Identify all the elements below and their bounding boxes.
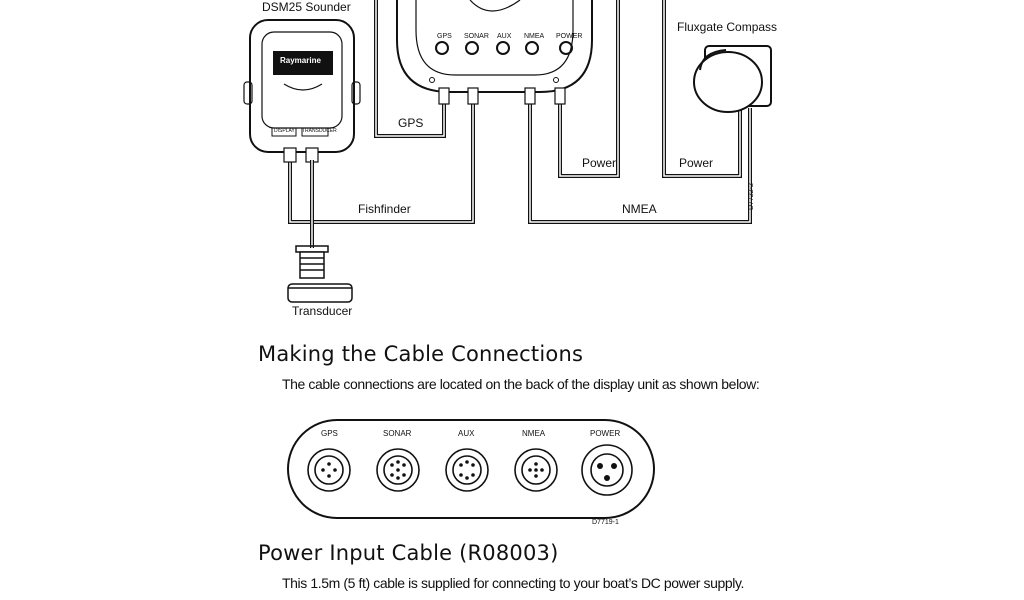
display-port-nmea: NMEA bbox=[524, 33, 545, 40]
panel-label-aux: AUX bbox=[458, 429, 475, 438]
compass-label: Fluxgate Compass bbox=[677, 20, 778, 34]
panel-label-power: POWER bbox=[590, 429, 621, 438]
power-input-text: This 1.5m (5 ft) cable is supplied for c… bbox=[282, 575, 744, 591]
fishfinder-cable-label: Fishfinder bbox=[358, 202, 411, 216]
sounder-port-transducer: TRANSDUCER bbox=[302, 128, 337, 134]
power-cable-2 bbox=[662, 0, 742, 178]
fishfinder-cable bbox=[288, 98, 475, 224]
panel-label-nmea: NMEA bbox=[522, 429, 546, 438]
connector-panel-outline bbox=[287, 419, 655, 519]
transducer bbox=[287, 245, 353, 303]
transducer-label: Transducer bbox=[292, 304, 353, 318]
nmea-cable-label: NMEA bbox=[622, 202, 657, 216]
raymarine-logo: Raymarine bbox=[280, 56, 321, 65]
fluxgate-compass bbox=[693, 45, 772, 113]
power-cable-1 bbox=[558, 0, 620, 178]
display-port-gps: GPS bbox=[437, 33, 452, 40]
connector-pins bbox=[321, 460, 617, 481]
power-cable-label-2: Power bbox=[679, 156, 714, 170]
power-cable-label-1: Power bbox=[582, 156, 617, 170]
display-port-sonar: SONAR bbox=[464, 33, 489, 40]
panel-label-gps: GPS bbox=[321, 429, 338, 438]
panel-label-sonar: SONAR bbox=[383, 429, 412, 438]
cable-connections-heading: Making the Cable Connections bbox=[258, 342, 584, 366]
sounder-port-display: DISPLAY bbox=[274, 128, 295, 134]
display-port-power: POWER bbox=[556, 33, 583, 40]
figure-code-1: D7722-2 bbox=[748, 183, 755, 210]
figure-code-2: D7719-1 bbox=[592, 519, 619, 526]
cable-connections-text: The cable connections are located on the… bbox=[282, 376, 760, 392]
display-unit bbox=[396, 0, 593, 93]
gps-cable-label: GPS bbox=[398, 116, 424, 130]
nmea-cable bbox=[528, 98, 752, 224]
sounder-label: DSM25 Sounder bbox=[262, 0, 351, 14]
power-input-heading: Power Input Cable (R08003) bbox=[258, 541, 559, 565]
connector-sockets bbox=[307, 444, 633, 496]
display-port-aux: AUX bbox=[497, 33, 512, 40]
cable-plugs bbox=[438, 87, 566, 105]
dsm25-sounder bbox=[243, 19, 361, 163]
